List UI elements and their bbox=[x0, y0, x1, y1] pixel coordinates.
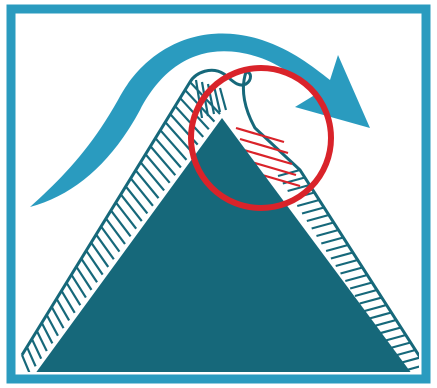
diagram-canvas bbox=[0, 0, 437, 388]
boundary-layer-separation-diagram bbox=[0, 0, 437, 388]
